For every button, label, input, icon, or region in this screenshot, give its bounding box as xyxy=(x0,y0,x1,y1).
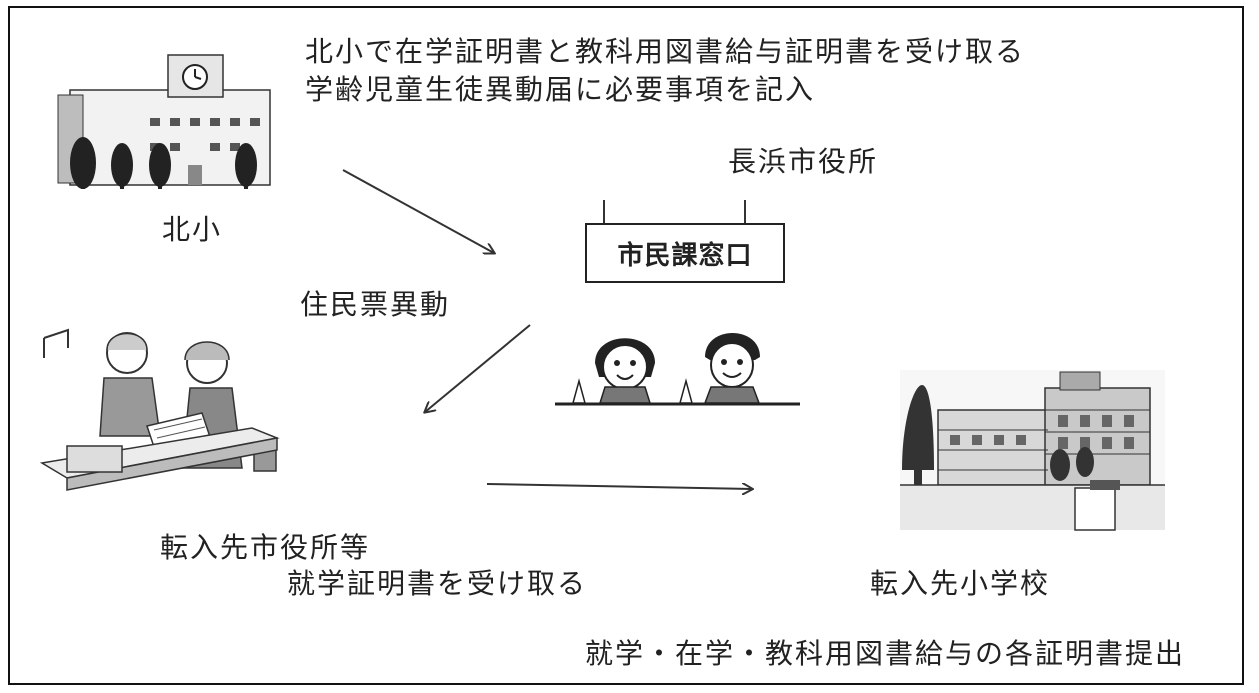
arrow-cityhall-to-office xyxy=(425,324,531,412)
counter-sign: 市民課窓口 xyxy=(585,223,785,283)
kitasho-label: 北小 xyxy=(162,213,223,246)
counter-staff-icon xyxy=(555,333,800,406)
new-school-label: 転入先小学校 xyxy=(870,567,1051,600)
receive-certificate-label: 就学証明書を受け取る xyxy=(287,567,588,600)
transfer-office-label: 転入先市役所等 xyxy=(160,531,371,564)
submit-certificates-label: 就学・在学・教科用図書給与の各証明書提出 xyxy=(585,637,1186,670)
residence-change-label: 住民票異動 xyxy=(300,288,451,321)
arrow-office-to-newschool xyxy=(486,484,752,489)
city-hall-label: 長浜市役所 xyxy=(728,145,879,178)
school-building-icon xyxy=(57,54,271,189)
office-counter-icon xyxy=(39,328,280,491)
arrow-school-to-cityhall xyxy=(342,169,494,253)
instruction-line-2: 学齢児童生徒異動届に必要事項を記入 xyxy=(305,73,816,106)
diagram-frame xyxy=(8,6,1244,685)
instruction-line-1: 北小で在学証明書と教科用図書給与証明書を受け取る xyxy=(305,35,1026,68)
new-school-building-icon xyxy=(900,370,1165,531)
